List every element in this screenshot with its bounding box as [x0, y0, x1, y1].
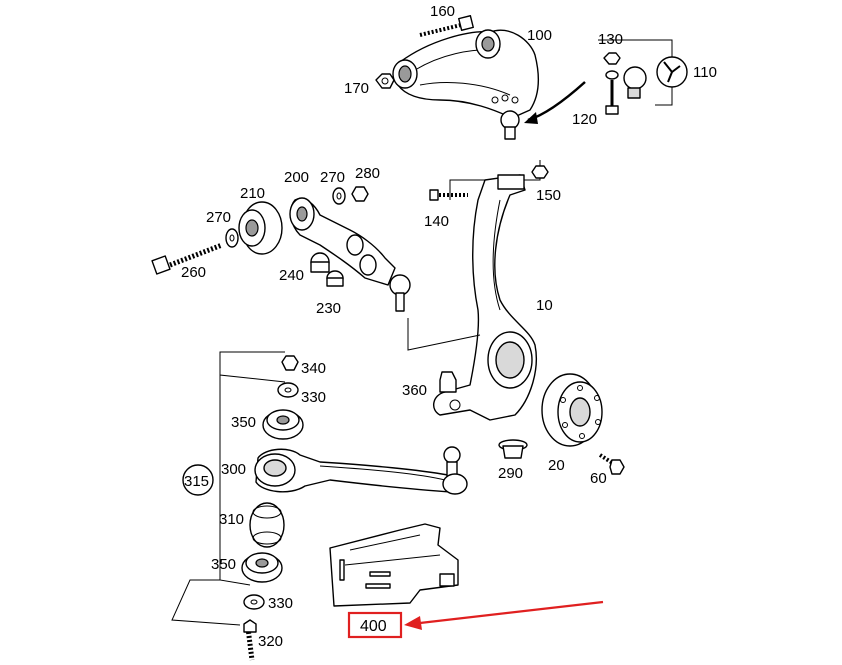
nut-290 [498, 439, 528, 459]
label-160: 160 [430, 3, 455, 20]
label-230: 230 [316, 300, 341, 317]
steering-knuckle [433, 174, 537, 421]
arrow-ball-joint [524, 81, 586, 124]
label-330-bottom: 330 [268, 595, 293, 612]
label-210: 210 [240, 185, 265, 202]
bushing-240 [310, 252, 330, 273]
ball-joint-110 [598, 39, 688, 115]
label-260: 260 [181, 264, 206, 281]
label-200: 200 [284, 169, 309, 186]
label-330-top: 330 [301, 389, 326, 406]
label-140: 140 [424, 213, 449, 230]
label-120: 120 [572, 111, 597, 128]
group-315-circle [182, 464, 214, 496]
label-100: 100 [527, 27, 552, 44]
label-130: 130 [598, 31, 623, 48]
bolt-60 [598, 453, 625, 475]
bushing-350-bottom [241, 552, 283, 583]
label-350-bottom: 350 [211, 556, 236, 573]
nut-340 [281, 355, 299, 371]
label-170: 170 [344, 80, 369, 97]
label-10: 10 [536, 297, 553, 314]
leader-line-knuckle [407, 318, 481, 351]
washers-270-280 [332, 186, 369, 205]
bolt-260 [151, 242, 223, 275]
label-300: 300 [221, 461, 246, 478]
bushing-350-top [262, 409, 304, 440]
bolt-160 [419, 15, 474, 37]
lower-link-200 [289, 197, 411, 312]
bushing-310 [249, 502, 285, 548]
highlight-box [347, 611, 403, 639]
bolt-320 [243, 619, 257, 661]
label-400: 400 [360, 618, 387, 635]
label-240: 240 [279, 267, 304, 284]
label-20: 20 [548, 457, 565, 474]
label-320: 320 [258, 633, 283, 650]
upper-control-arm [392, 29, 539, 140]
highlight-arrow [404, 600, 604, 630]
nut-360 [439, 371, 457, 393]
group-315-bracket [171, 351, 286, 626]
washer-270-left [225, 228, 239, 248]
label-340: 340 [301, 360, 326, 377]
label-290: 290 [498, 465, 523, 482]
label-110: 110 [693, 64, 717, 81]
wheel-hub [541, 373, 603, 447]
label-310: 310 [219, 511, 244, 528]
label-315: 315 [184, 473, 209, 490]
label-270-top: 270 [320, 169, 345, 186]
label-270-left: 270 [206, 209, 231, 226]
lower-control-arm [254, 446, 468, 495]
washer-330-top [277, 382, 299, 398]
label-350-top: 350 [231, 414, 256, 431]
bushing-210 [238, 201, 283, 255]
bushing-230 [326, 270, 344, 287]
label-150: 150 [536, 187, 561, 204]
nut-170 [375, 73, 395, 89]
label-280: 280 [355, 165, 380, 182]
label-60: 60 [590, 470, 607, 487]
label-360: 360 [402, 382, 427, 399]
washer-330-bottom [243, 594, 265, 610]
underbody-panel-400 [329, 523, 459, 607]
